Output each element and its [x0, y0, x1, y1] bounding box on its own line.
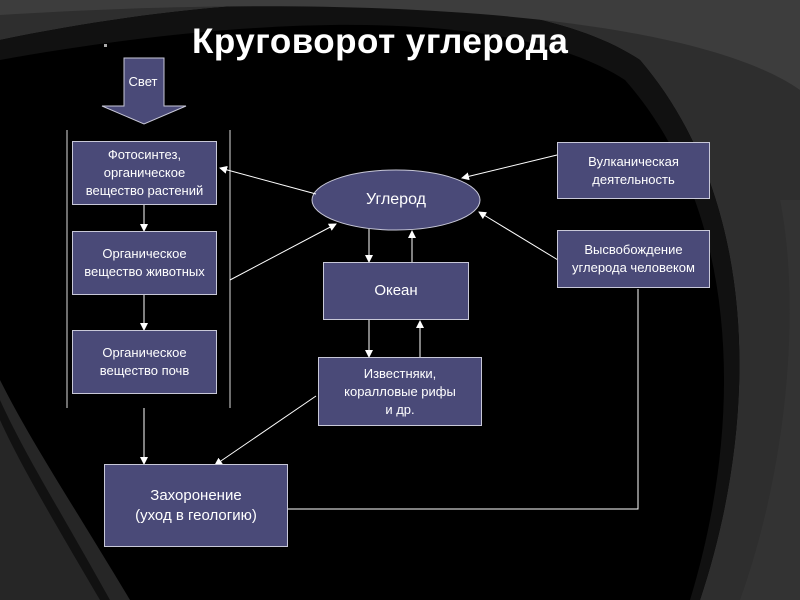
light-label: Свет: [128, 74, 158, 89]
node-ocean: Океан: [323, 262, 469, 320]
node-animal-matter: Органическое вещество животных: [72, 231, 217, 295]
bullet-dot: [104, 44, 107, 47]
light-arrow: [101, 57, 187, 125]
node-limestone: Известняки, коралловые рифы и др.: [318, 357, 482, 426]
node-volcanic: Вулканическая деятельность: [557, 142, 710, 199]
carbon-ellipse: [311, 169, 481, 231]
node-photosynthesis: Фотосинтез, органическое вещество растен…: [72, 141, 217, 205]
page-title: Круговорот углерода: [192, 22, 569, 61]
node-human-release: Высвобождение углерода человеком: [557, 230, 710, 288]
node-burial: Захоронение (уход в геологию): [104, 464, 288, 547]
node-carbon: Углерод: [366, 191, 426, 208]
node-soil-matter: Органическое вещество почв: [72, 330, 217, 394]
